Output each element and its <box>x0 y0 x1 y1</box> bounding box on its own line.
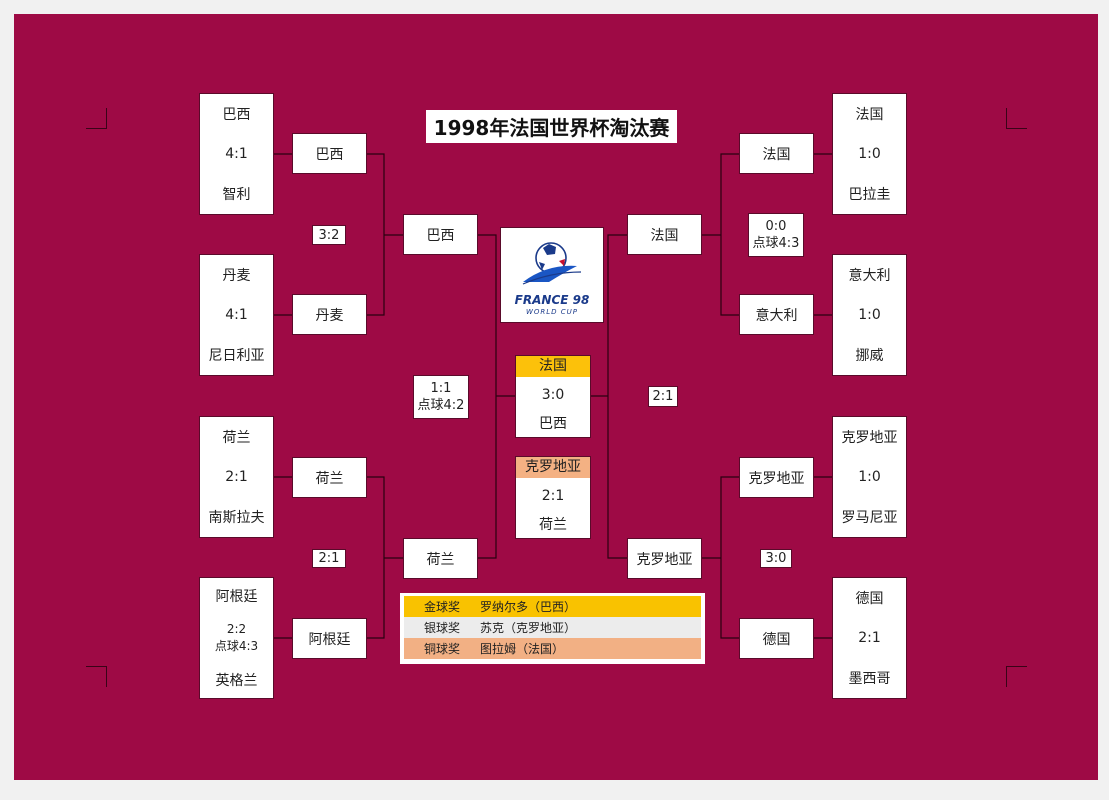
match-score: 4:1 <box>225 146 248 162</box>
third-place-name: 克罗地亚 <box>516 457 590 478</box>
logo-text: FRANCE 98 <box>514 293 590 307</box>
qf-score: 3:2 <box>312 225 346 245</box>
match-score: 1:0 <box>858 307 881 323</box>
penalty-score: 点球4:3 <box>214 639 259 653</box>
team-name: 智利 <box>222 187 251 203</box>
r16-match-8: 德国 2:1 墨西哥 <box>832 577 907 699</box>
corner-mark <box>86 666 107 687</box>
r16-match-4: 阿根廷 2:2 点球4:3 英格兰 <box>199 577 274 699</box>
team-name: 罗马尼亚 <box>841 510 898 526</box>
award-row: 银球奖 苏克（克罗地亚） <box>404 617 701 638</box>
third-place-match: 克罗地亚 2:1 荷兰 <box>515 456 591 539</box>
award-player: 图拉姆（法国） <box>480 642 565 656</box>
penalty-score: 点球4:3 <box>752 236 800 251</box>
r16-match-2: 丹麦 4:1 尼日利亚 <box>199 254 274 376</box>
logo-swoosh-icon <box>523 265 577 282</box>
team-name: 德国 <box>855 591 884 607</box>
qf-team-box: 阿根廷 <box>292 618 367 659</box>
team-name: 挪威 <box>855 348 884 364</box>
match-score: 4:1 <box>225 307 248 323</box>
france98-logo: FRANCE 98 WORLD CUP <box>500 227 604 323</box>
logo-subtext: WORLD CUP <box>525 308 579 316</box>
match-score: 1:0 <box>858 469 881 485</box>
awards-table: 金球奖 罗纳尔多（巴西） 银球奖 苏克（克罗地亚） 铜球奖 图拉姆（法国） <box>400 593 705 664</box>
team-name: 荷兰 <box>222 430 251 446</box>
award-player: 苏克（克罗地亚） <box>480 621 577 635</box>
r16-match-7: 克罗地亚 1:0 罗马尼亚 <box>832 416 907 538</box>
sf-score: 1:1 点球4:2 <box>413 375 469 419</box>
award-player: 罗纳尔多（巴西） <box>480 600 577 614</box>
qf-score: 3:0 <box>760 549 792 568</box>
team-name: 巴拉圭 <box>848 187 891 203</box>
sf-team-box: 巴西 <box>403 214 478 255</box>
final-match: 法国 3:0 巴西 <box>515 355 591 438</box>
qf-score: 2:1 <box>312 549 346 568</box>
runner-up-name: 巴西 <box>539 416 567 432</box>
fourth-place-name: 荷兰 <box>539 517 567 533</box>
sf-team-box: 克罗地亚 <box>627 538 702 579</box>
bracket-lines <box>273 153 832 639</box>
team-name: 阿根廷 <box>215 589 258 605</box>
match-score: 1:0 <box>858 146 881 162</box>
corner-mark <box>1006 108 1027 129</box>
match-score: 1:1 <box>430 381 452 396</box>
corner-mark <box>1006 666 1027 687</box>
match-score: 2:2 <box>226 622 247 636</box>
sf-score: 2:1 <box>648 386 678 407</box>
qf-score: 0:0 点球4:3 <box>748 213 804 257</box>
match-score: 0:0 <box>765 219 787 234</box>
team-name: 克罗地亚 <box>841 430 898 446</box>
award-row: 铜球奖 图拉姆（法国） <box>404 638 701 659</box>
champion-name: 法国 <box>516 356 590 377</box>
page-title: 1998年法国世界杯淘汰赛 <box>426 110 677 143</box>
qf-team-box: 意大利 <box>739 294 814 335</box>
team-name: 尼日利亚 <box>208 348 265 364</box>
qf-team-box: 克罗地亚 <box>739 457 814 498</box>
r16-match-3: 荷兰 2:1 南斯拉夫 <box>199 416 274 538</box>
final-score: 3:0 <box>541 387 565 403</box>
award-row: 金球奖 罗纳尔多（巴西） <box>404 596 701 617</box>
qf-team-box: 巴西 <box>292 133 367 174</box>
sf-team-box: 荷兰 <box>403 538 478 579</box>
team-name: 英格兰 <box>215 673 258 689</box>
team-name: 巴西 <box>222 107 251 123</box>
qf-team-box: 法国 <box>739 133 814 174</box>
third-place-score: 2:1 <box>541 488 565 504</box>
match-score: 2:1 <box>225 469 248 485</box>
r16-match-6: 意大利 1:0 挪威 <box>832 254 907 376</box>
qf-team-box: 德国 <box>739 618 814 659</box>
award-label: 金球奖 <box>423 600 460 614</box>
award-label: 银球奖 <box>423 621 460 635</box>
r16-match-5: 法国 1:0 巴拉圭 <box>832 93 907 215</box>
award-label: 铜球奖 <box>423 642 460 656</box>
team-name: 丹麦 <box>222 268 251 284</box>
team-name: 法国 <box>855 107 884 123</box>
qf-team-box: 丹麦 <box>292 294 367 335</box>
match-score: 2:1 <box>858 630 881 646</box>
sf-team-box: 法国 <box>627 214 702 255</box>
team-name: 意大利 <box>848 268 891 284</box>
corner-mark <box>86 108 107 129</box>
bracket-canvas: 1998年法国世界杯淘汰赛 FRANCE 98 WORLD CUP 巴西 4:1… <box>14 14 1098 780</box>
team-name: 墨西哥 <box>848 671 891 687</box>
qf-team-box: 荷兰 <box>292 457 367 498</box>
team-name: 南斯拉夫 <box>208 510 265 526</box>
r16-match-1: 巴西 4:1 智利 <box>199 93 274 215</box>
penalty-score: 点球4:2 <box>417 398 465 413</box>
